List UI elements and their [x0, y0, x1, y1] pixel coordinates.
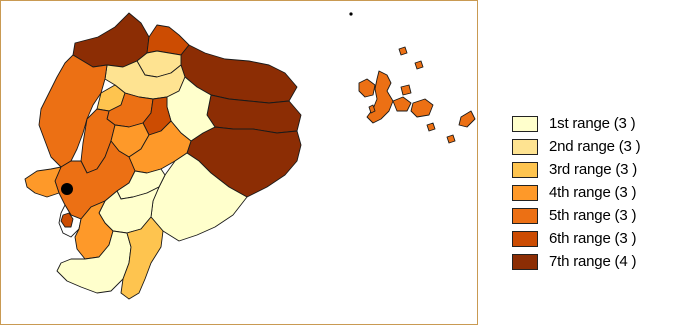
map-marker [349, 12, 353, 16]
region-santa-elena[interactable] [24, 166, 62, 198]
region-galapagos[interactable] [398, 46, 408, 56]
legend-label-1: 1st range (3 ) [549, 115, 636, 132]
region-loja[interactable] [56, 230, 132, 294]
legend-label-3: 3rd range (3 ) [549, 161, 638, 178]
legend-item-3: 3rd range (3 ) [512, 158, 673, 181]
legend-item-5: 5th range (3 ) [512, 204, 673, 227]
region-galapagos[interactable] [392, 96, 412, 112]
region-galapagos[interactable] [368, 104, 376, 114]
region-galapagos[interactable] [458, 110, 476, 128]
choropleth-map [24, 12, 476, 300]
region-galapagos[interactable] [446, 134, 456, 144]
legend-swatch-1 [512, 115, 538, 132]
legend-label-6: 6th range (3 ) [549, 230, 637, 247]
legend-item-1: 1st range (3 ) [512, 112, 673, 135]
legend-swatch-2 [512, 138, 538, 155]
legend-swatch-3 [512, 161, 538, 178]
legend-label-2: 2nd range (3 ) [549, 138, 641, 155]
legend-swatch-5 [512, 207, 538, 224]
region-zamora[interactable] [120, 216, 164, 300]
legend-label-4: 4th range (3 ) [549, 184, 637, 201]
region-carchi[interactable] [146, 24, 190, 56]
region-galapagos[interactable] [426, 122, 436, 132]
map-frame [0, 0, 478, 325]
legend-item-2: 2nd range (3 ) [512, 135, 673, 158]
legend-item-4: 4th range (3 ) [512, 181, 673, 204]
region-galapagos[interactable] [400, 84, 412, 96]
legend-swatch-7 [512, 253, 538, 270]
legend-item-6: 6th range (3 ) [512, 227, 673, 250]
region-galapagos[interactable] [366, 70, 394, 124]
legend-swatch-6 [512, 230, 538, 247]
map-marker [61, 183, 73, 195]
region-galapagos[interactable] [414, 60, 424, 70]
region-galapagos[interactable] [410, 98, 434, 118]
region-esmeraldas[interactable] [72, 12, 150, 68]
legend-item-7: 7th range (4 ) [512, 250, 673, 273]
legend: 1st range (3 ) 2nd range (3 ) 3rd range … [512, 112, 673, 273]
region-galapagos[interactable] [358, 78, 376, 98]
legend-swatch-4 [512, 184, 538, 201]
region-puna-island[interactable] [60, 212, 74, 228]
legend-label-7: 7th range (4 ) [549, 253, 637, 270]
region-manabi[interactable] [38, 54, 108, 168]
legend-label-5: 5th range (3 ) [549, 207, 637, 224]
